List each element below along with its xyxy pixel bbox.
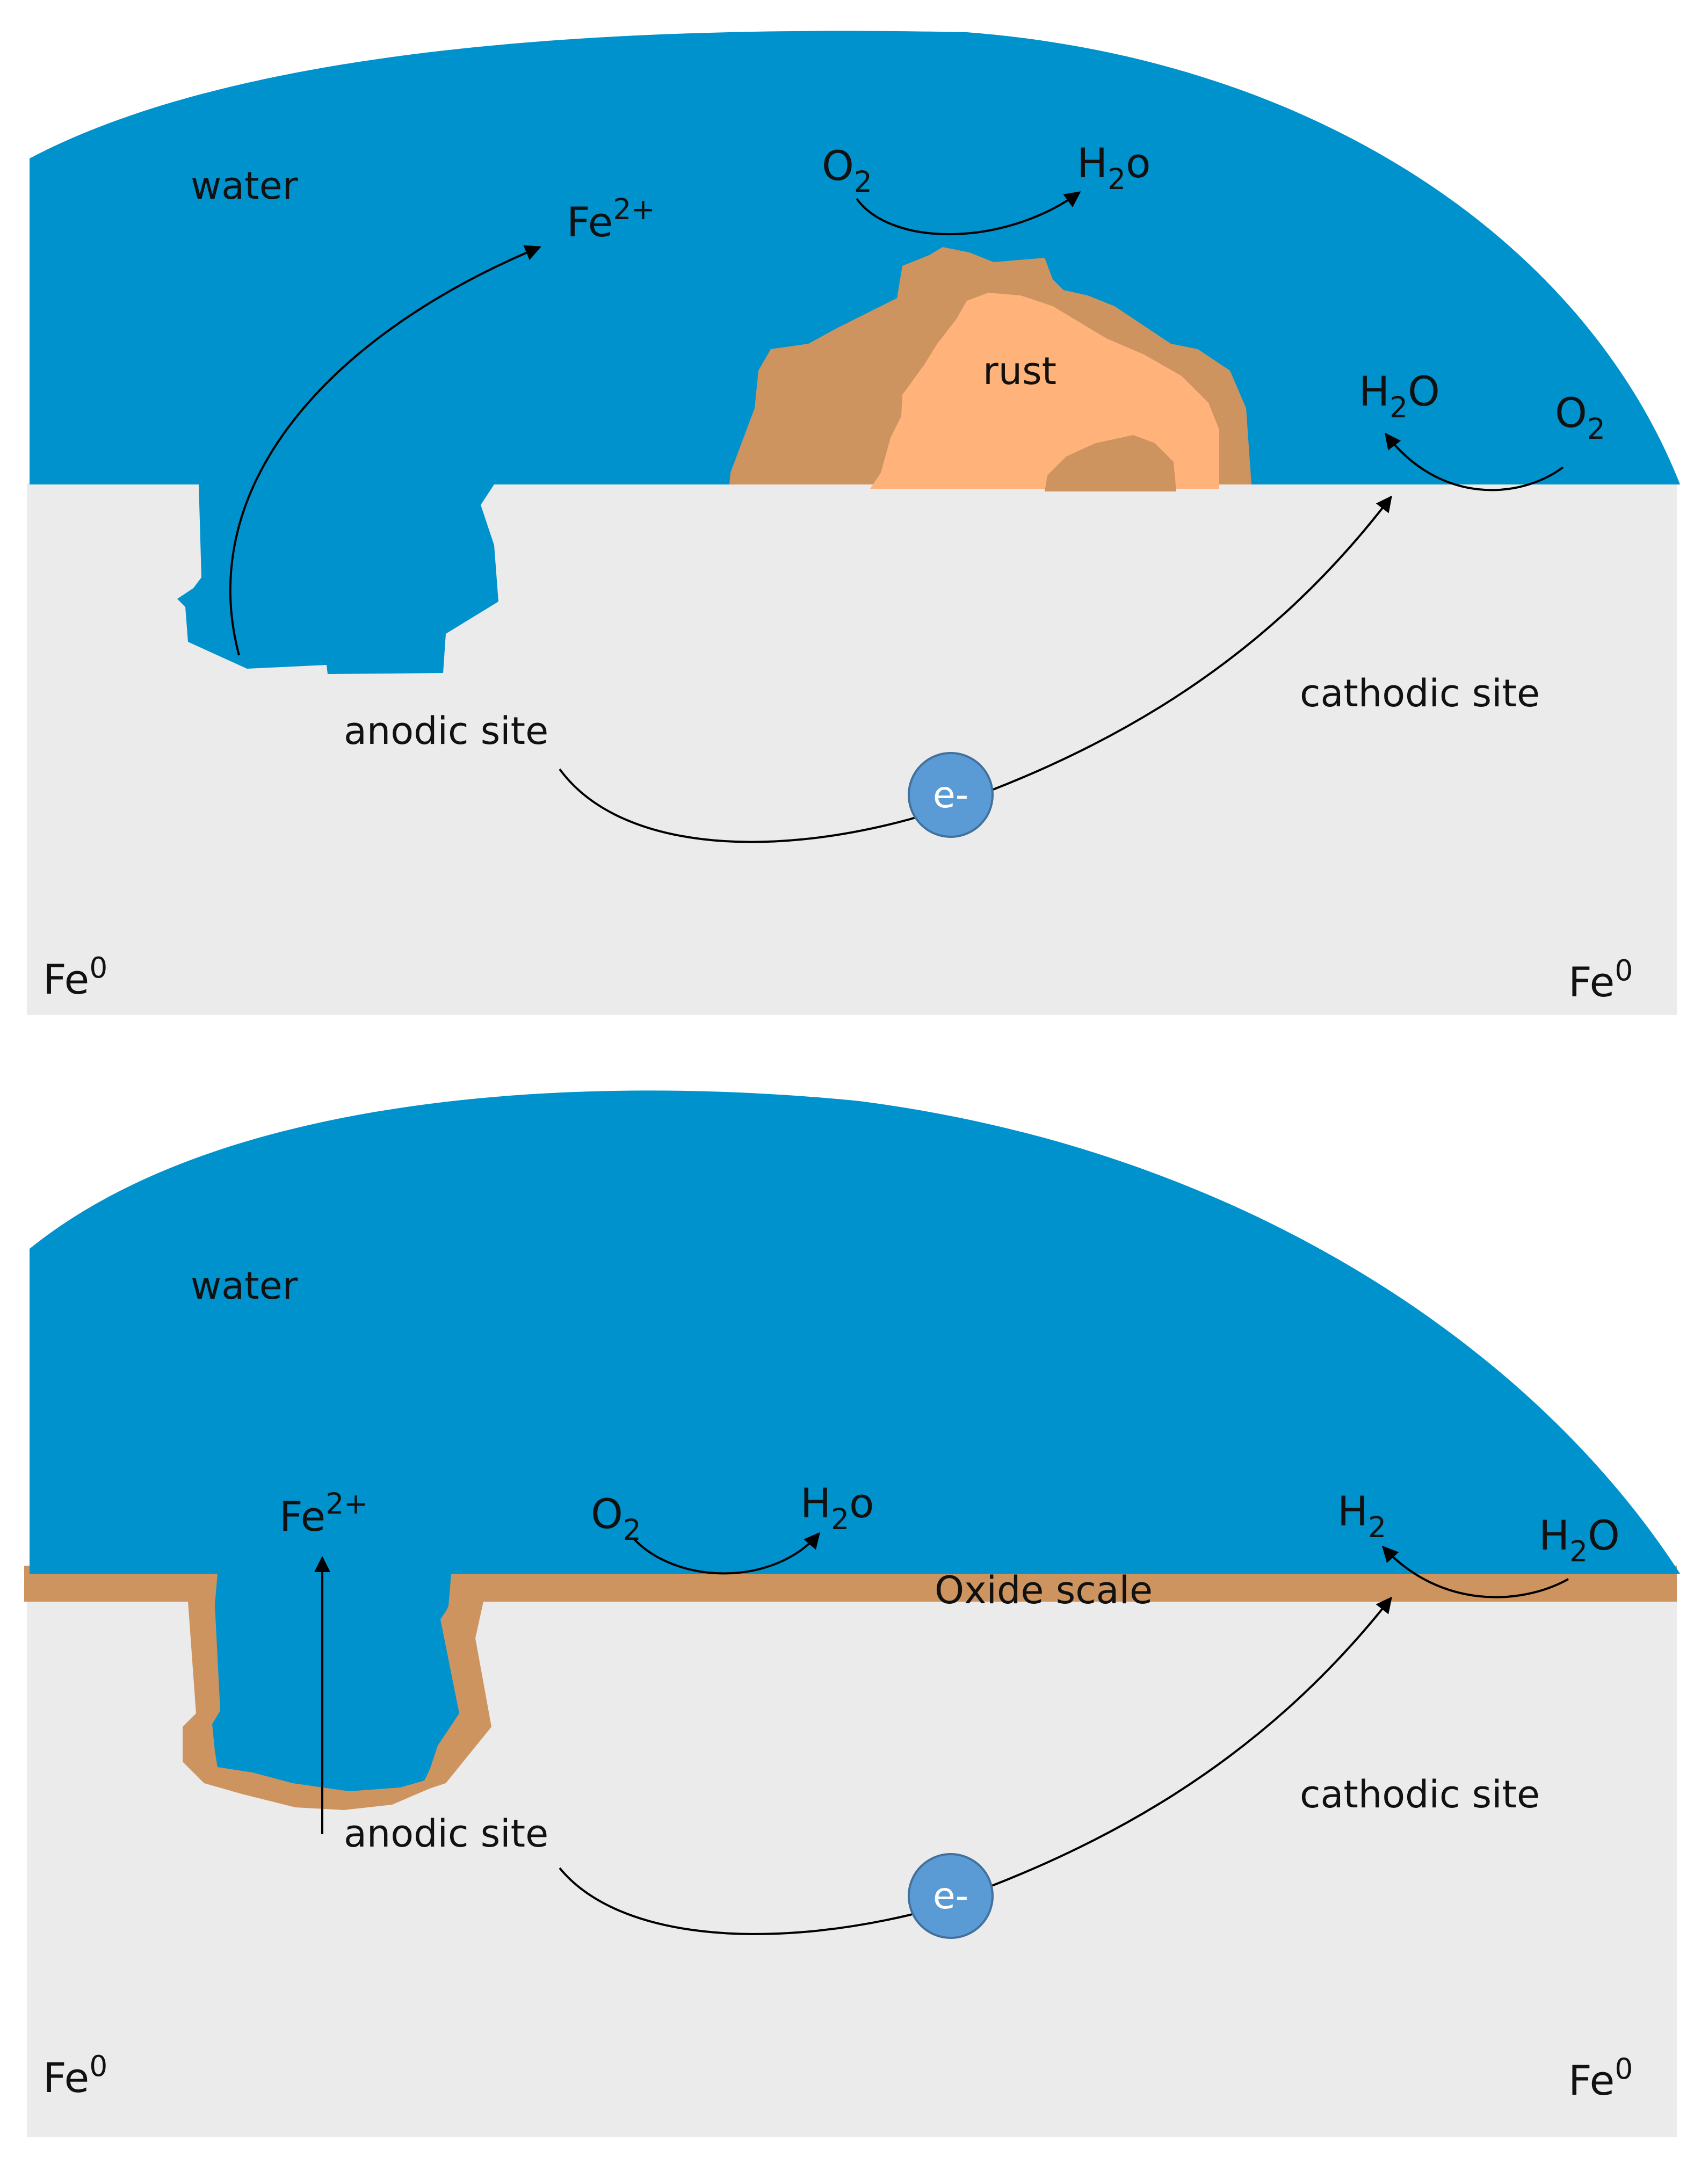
bottom-h2: H2 [1337, 1487, 1386, 1544]
bottom-fe2plus: Fe2+ [279, 1487, 368, 1540]
top-h2o-upper: H2o [1077, 139, 1151, 196]
top-electron [908, 752, 994, 838]
bottom-water-label: water [191, 1264, 298, 1308]
top-anodic-label: anodic site [344, 709, 548, 753]
bottom-panel: e- water Oxide scale anodic site cathodi… [24, 1090, 1680, 2137]
bottom-o2: O2 [591, 1490, 641, 1547]
top-fe0-right: Fe0 [1568, 954, 1633, 1006]
bottom-h2o-right: H2O [1539, 1511, 1620, 1568]
bottom-h2o-mid: H2o [800, 1479, 874, 1536]
top-anodic-arrow [229, 245, 541, 656]
bottom-o2-h2o-arrow [633, 1532, 820, 1575]
bottom-h2o-h2-arrow [1381, 1545, 1569, 1598]
bottom-cathodic-label: cathodic site [1300, 1772, 1540, 1816]
top-water-label: water [191, 164, 298, 208]
top-o2-h2o-right-arrow [1385, 432, 1564, 491]
bottom-anodic-label: anodic site [344, 1812, 548, 1856]
bottom-fe0-left: Fe0 [43, 2050, 107, 2102]
top-rust-label: rust [983, 349, 1056, 393]
top-o2-upper: O2 [822, 142, 872, 199]
top-electron-label: e- [933, 774, 968, 816]
top-cathodic-label: cathodic site [1300, 671, 1540, 715]
top-fe0-left: Fe0 [43, 951, 107, 1003]
top-fe2plus: Fe2+ [567, 193, 655, 246]
top-rust-pocket [1045, 435, 1176, 491]
bottom-oxide-label: Oxide scale [935, 1568, 1153, 1612]
bottom-electron [908, 1853, 994, 1939]
top-h2o-lower: H2O [1359, 367, 1440, 424]
top-o2-lower: O2 [1555, 389, 1605, 446]
bottom-fe0-right: Fe0 [1568, 2052, 1633, 2104]
top-panel: e- water rust anodic site cathodic site … [27, 31, 1680, 1015]
top-o2-h2o-arrow [856, 191, 1081, 236]
bottom-water-droplet [30, 1090, 1680, 1791]
bottom-electron-label: e- [933, 1875, 968, 1917]
